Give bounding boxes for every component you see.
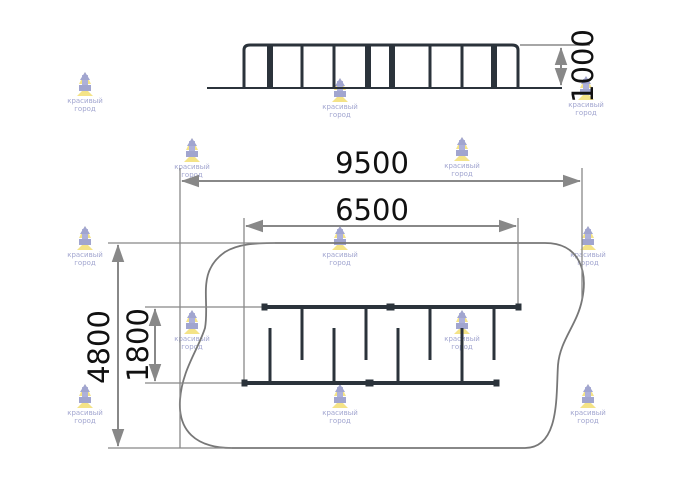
rack-joint	[386, 303, 395, 311]
rack-joint	[493, 379, 500, 387]
watermark-text-1: красивый	[67, 251, 103, 259]
watermark-text-2: город	[329, 259, 351, 267]
watermark-12: красивый город	[322, 384, 358, 425]
watermark-text-1: красивый	[322, 251, 358, 259]
watermark-text-1: красивый	[568, 101, 604, 109]
watermark-text-2: город	[181, 343, 203, 351]
dim-total-width-label: 9500	[335, 146, 409, 180]
rack-joint	[515, 303, 522, 311]
rack-joint	[365, 379, 374, 387]
watermark-1: красивый город	[67, 72, 103, 113]
watermark-text-2: город	[577, 417, 599, 425]
watermark-11: красивый город	[67, 384, 103, 425]
watermark-text-1: красивый	[570, 251, 606, 259]
watermark-text-2: город	[74, 105, 96, 113]
dim-total-depth-label: 4800	[82, 310, 116, 384]
watermark-9: красивый город	[174, 310, 210, 351]
watermark-13: красивый город	[570, 384, 606, 425]
watermark-text-2: город	[451, 170, 473, 178]
watermark-text-1: красивый	[322, 103, 358, 111]
watermark-text-2: город	[181, 171, 203, 179]
area-outline	[179, 242, 585, 449]
watermark-text-1: красивый	[322, 409, 358, 417]
dim-inner-depth-label: 1800	[121, 308, 155, 382]
watermark-text-2: город	[329, 111, 351, 119]
rack-joint	[241, 379, 248, 387]
watermark-3: красивый город	[568, 76, 604, 117]
plan-view: 9500 6500 4800 1800	[82, 146, 585, 449]
rack-plan	[241, 303, 522, 387]
watermark-text-2: город	[329, 417, 351, 425]
watermark-text-2: город	[74, 417, 96, 425]
dim-inner-width-label: 6500	[335, 193, 409, 227]
watermark-text-1: красивый	[67, 97, 103, 105]
watermark-text-2: город	[74, 259, 96, 267]
side-top-rail	[242, 43, 520, 88]
watermark-text-1: красивый	[444, 162, 480, 170]
watermark-6: красивый город	[67, 226, 103, 267]
watermark-5: красивый город	[444, 137, 480, 178]
watermark-text-1: красивый	[174, 335, 210, 343]
dim-side-height-label: 1000	[566, 29, 600, 103]
side-view: 1000	[207, 29, 600, 103]
watermark-text-2: город	[577, 259, 599, 267]
watermark-2: красивый город	[322, 78, 358, 119]
watermark-text-1: красивый	[174, 163, 210, 171]
rack-joint	[261, 303, 268, 311]
watermark-8: красивый город	[570, 226, 606, 267]
watermark-7: красивый город	[322, 226, 358, 267]
watermark-text-2: город	[575, 109, 597, 117]
watermark-text-1: красивый	[570, 409, 606, 417]
watermark-text-1: красивый	[67, 409, 103, 417]
